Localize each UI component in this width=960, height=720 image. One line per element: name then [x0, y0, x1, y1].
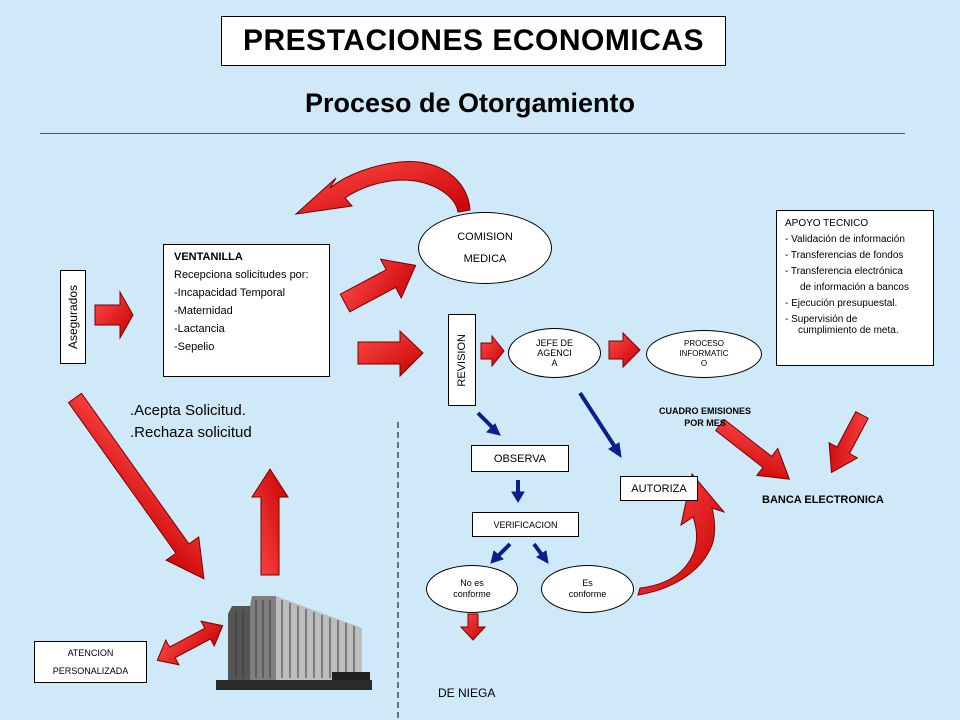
arrow-cuadro-banca: [714, 418, 791, 480]
ventanilla-box: VENTANILLA Recepciona solicitudes por: -…: [163, 244, 330, 377]
es-conforme-line: Es: [582, 578, 593, 588]
proceso-line: O: [700, 359, 708, 368]
cuadro-line: POR MES: [684, 418, 726, 428]
acepta-solicitud: .Acepta Solicitud.: [130, 402, 246, 419]
arrow-curved-esconforme-autoriza: [637, 472, 726, 596]
arrow-apoyo-banca: [828, 411, 869, 474]
ventanilla-item: -Maternidad: [174, 305, 233, 317]
apoyo-item: - Validación de información: [785, 234, 905, 245]
autoriza-box: AUTORIZA: [620, 476, 698, 501]
apoyo-item: - Supervisión de: [785, 314, 858, 325]
proceso-informatico-oval: PROCESO INFORMATIC O: [646, 330, 762, 378]
office-building-icon: [216, 596, 372, 690]
apoyo-heading: APOYO TECNICO: [785, 218, 869, 229]
cuadro-emisiones-label: CUADRO EMISIONES POR MES: [640, 405, 770, 429]
arrow-jefe-proceso: [608, 331, 641, 369]
apoyo-item: - Ejecución presupuestal.: [785, 298, 898, 309]
page-subtitle: Proceso de Otorgamiento: [304, 88, 636, 118]
ventanilla-item: -Incapacidad Temporal: [174, 287, 286, 299]
es-conforme-line: conforme: [568, 589, 607, 599]
ventanilla-item: -Lactancia: [174, 323, 225, 335]
deniega-label: DE NIEGA: [438, 686, 496, 700]
decision-text: .Acepta Solicitud. .Rechaza solicitud: [130, 400, 252, 444]
cuadro-line: CUADRO EMISIONES: [658, 406, 751, 416]
observa-box: OBSERVA: [471, 445, 569, 472]
jefe-line: JEFE DE: [535, 338, 573, 348]
apoyo-item: - Transferencia electrónica: [785, 266, 903, 277]
apoyo-item: cumplimiento de meta.: [798, 325, 899, 336]
jefe-agencia-oval: JEFE DE AGENCI A: [508, 328, 601, 378]
ventanilla-heading: VENTANILLA: [174, 251, 243, 263]
arrow-asegurados-ventanilla: [94, 290, 134, 340]
page-title: PRESTACIONES ECONOMICAS: [221, 16, 726, 66]
no-conforme-line: No es: [460, 578, 484, 588]
apoyo-item: de información a bancos: [800, 282, 909, 293]
proceso-line: PROCESO: [683, 339, 724, 348]
blue-arrow-verif-esconforme: [532, 542, 544, 557]
comision-line: MEDICA: [463, 253, 507, 265]
verificacion-box: VERIFICACION: [472, 512, 579, 537]
apoyo-item: - Transferencias de fondos: [785, 250, 904, 261]
ventanilla-item: -Sepelio: [174, 341, 215, 353]
title-divider: [40, 133, 905, 134]
revision-label: REVISION: [456, 333, 468, 387]
banca-electronica-label: BANCA ELECTRONICA: [762, 494, 884, 506]
arrow-building-up: [251, 468, 289, 576]
atencion-line: PERSONALIZADA: [52, 666, 129, 676]
es-conforme-oval: Es conforme: [541, 565, 634, 613]
arrow-curved-comision-ventanilla: [294, 161, 471, 215]
blue-arrow-revision-observa: [476, 411, 494, 429]
arrow-noconforme-deniega: [459, 613, 487, 641]
arrow-atencion-building: [156, 620, 224, 666]
revision-box: REVISION: [448, 314, 476, 406]
arrow-ventanilla-revision: [357, 329, 424, 378]
proceso-line: INFORMATIC: [679, 349, 729, 358]
no-conforme-line: conforme: [453, 589, 491, 599]
blue-arrow-jefe-autoriza: [578, 391, 617, 449]
blue-arrow-verif-noconforme: [496, 542, 512, 558]
jefe-line: A: [551, 358, 558, 368]
arrow-ventanilla-comision: [339, 258, 417, 313]
asegurados-box: Asegurados: [60, 270, 86, 364]
ventanilla-intro: Recepciona solicitudes por:: [174, 269, 309, 281]
comision-line: COMISION: [457, 231, 513, 243]
atencion-line: ATENCION: [67, 648, 114, 658]
rechaza-solicitud: .Rechaza solicitud: [130, 424, 252, 441]
atencion-personalizada-box: ATENCION PERSONALIZADA: [34, 641, 147, 683]
comision-medica-oval: COMISION MEDICA: [418, 212, 552, 284]
no-conforme-oval: No es conforme: [426, 565, 518, 613]
apoyo-tecnico-box: APOYO TECNICO - Validación de informació…: [776, 210, 934, 366]
asegurados-label: Asegurados: [66, 284, 80, 350]
arrow-asegurados-building: [67, 392, 205, 580]
arrow-revision-jefe: [480, 334, 505, 368]
jefe-line: AGENCI: [537, 348, 572, 358]
